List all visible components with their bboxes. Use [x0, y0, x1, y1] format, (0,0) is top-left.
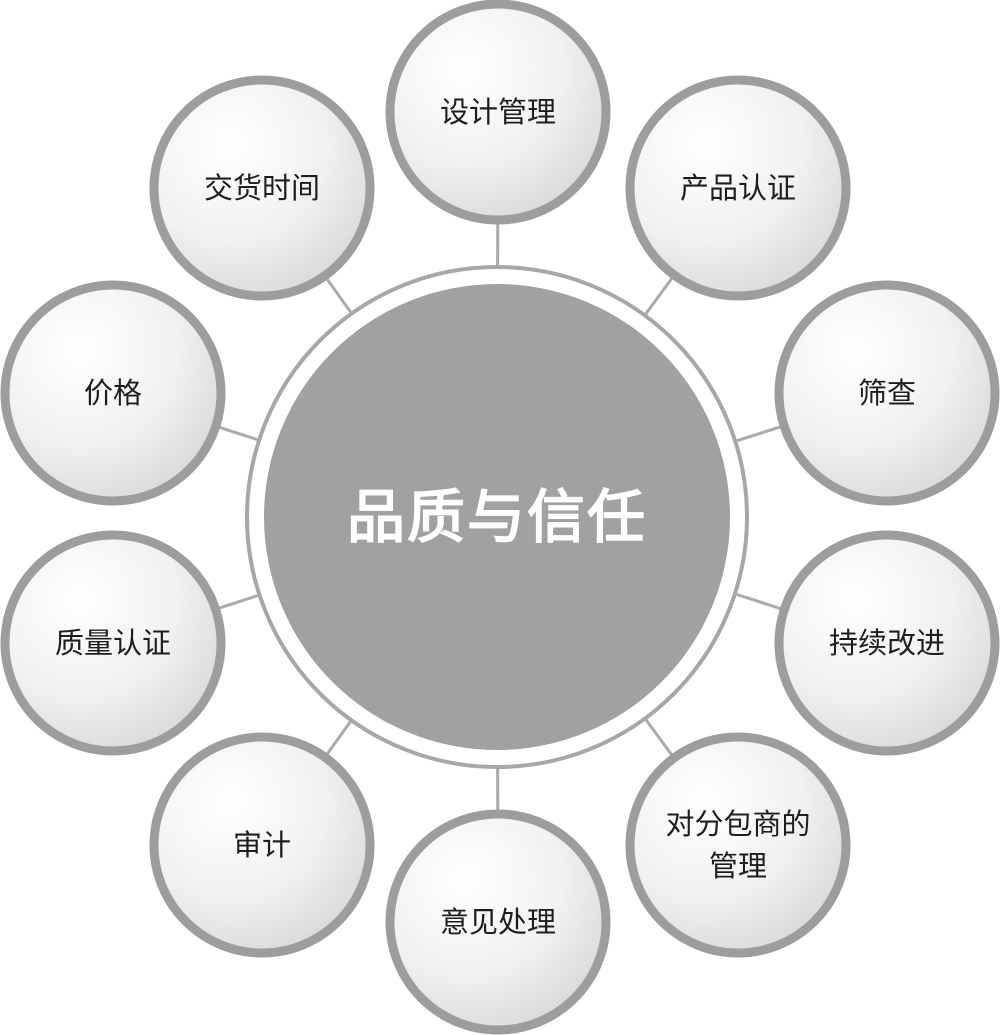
node-product-certification: 产品认证: [625, 75, 851, 301]
node-label: 设计管理: [440, 95, 556, 129]
connector-lines: [218, 223, 781, 811]
node-circle: [0, 530, 226, 756]
node-circle: [149, 75, 375, 301]
node-circle: [0, 280, 226, 506]
node-feedback-handling: 意见处理: [385, 809, 611, 1035]
node-design-management: 设计管理: [385, 0, 611, 225]
connector-delivery-time: [325, 278, 352, 313]
connector-product-certification: [644, 277, 674, 315]
node-label: 持续改进: [829, 626, 945, 660]
connector-price: [219, 425, 258, 441]
node-label: 质量认证: [55, 626, 171, 660]
node-audit: 审计: [149, 732, 375, 958]
connector-screening: [736, 425, 781, 443]
node-quality-certification: 质量认证: [0, 530, 226, 756]
node-label-line: 管理: [709, 849, 767, 883]
connector-quality-certification: [218, 594, 259, 610]
node-label: 意见处理: [440, 905, 556, 939]
center-title: 品质与信任: [347, 483, 647, 551]
node-screening: 筛查: [774, 280, 1000, 506]
node-circle: [625, 75, 851, 301]
node-circle: [385, 0, 611, 225]
node-circle: [774, 530, 1000, 756]
node-circle: [774, 280, 1000, 506]
node-continuous-improvement: 持续改进: [774, 530, 1000, 756]
connector-subcontractor-management: [645, 719, 673, 756]
node-label: 对分包商的管理: [665, 807, 810, 883]
center-circle: [264, 284, 730, 750]
node-subcontractor-management: 对分包商的管理: [625, 732, 851, 958]
connector-continuous-improvement: [736, 593, 781, 610]
node-label-line: 对分包商的: [665, 807, 810, 841]
center-hub: 品质与信任: [245, 265, 749, 769]
node-label: 审计: [233, 828, 291, 862]
node-circle: [149, 732, 375, 958]
node-label: 价格: [84, 376, 142, 410]
node-label: 交货时间: [204, 171, 320, 205]
node-delivery-time: 交货时间: [149, 75, 375, 301]
connector-audit: [326, 720, 352, 755]
node-label: 产品认证: [680, 171, 796, 205]
node-circle: [385, 809, 611, 1035]
node-circle: [625, 732, 851, 958]
node-label: 筛查: [858, 376, 916, 410]
node-price: 价格: [0, 280, 226, 506]
